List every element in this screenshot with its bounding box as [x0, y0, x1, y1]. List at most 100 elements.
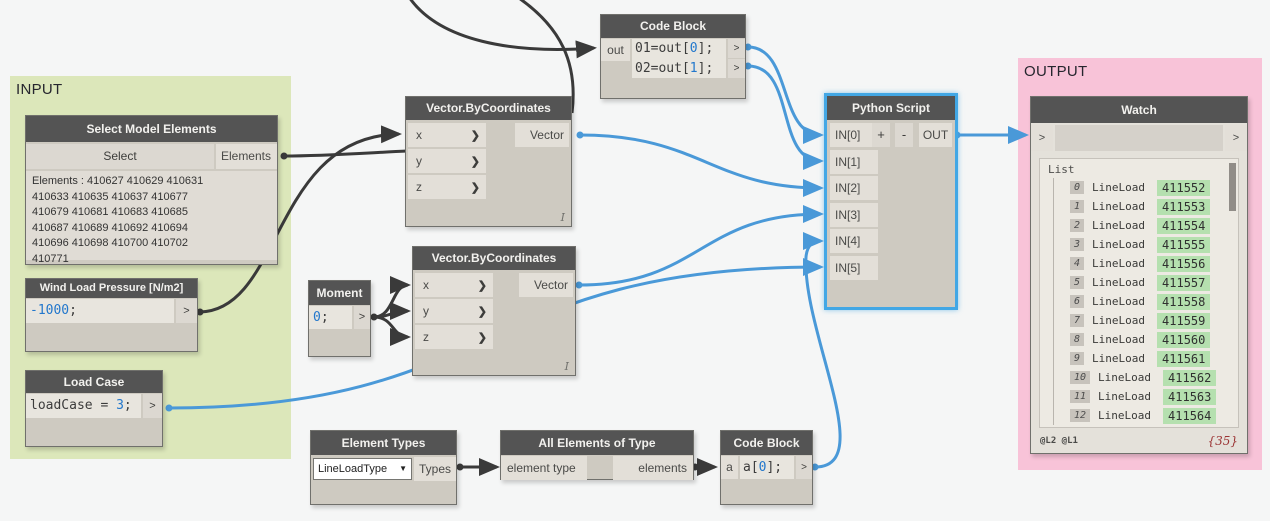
select-button[interactable]: Select — [26, 144, 214, 169]
node-title[interactable]: Code Block — [721, 431, 812, 455]
group-output-title: OUTPUT — [1024, 63, 1088, 80]
node-title[interactable]: Code Block — [601, 15, 745, 38]
output-port[interactable]: > — [176, 299, 197, 323]
node-select-model-elements[interactable]: Select Model Elements Select Elements El… — [25, 115, 278, 265]
node-moment[interactable]: Moment 0; > — [308, 280, 371, 357]
code-input[interactable]: 01=out[0]; 02=out[1]; — [632, 39, 726, 78]
node-title[interactable]: Watch — [1031, 97, 1247, 123]
node-title[interactable]: Element Types — [311, 431, 456, 455]
input-port-z[interactable]: z❯ — [408, 175, 486, 199]
code-input[interactable]: -1000; — [26, 299, 174, 323]
input-port-x[interactable]: x❯ — [415, 273, 493, 297]
watch-scrollbar-thumb[interactable] — [1229, 163, 1236, 211]
node-title[interactable]: Load Case — [26, 371, 162, 393]
watch-item-count: {35} — [1207, 434, 1238, 448]
wire-offscreen-to-codeblock-out[interactable] — [407, 0, 597, 59]
wire-elements-behind-vector1[interactable] — [283, 149, 408, 158]
input-port-in3[interactable]: IN[3] — [830, 202, 878, 227]
element-type-dropdown[interactable]: LineLoadType ▼ — [313, 457, 412, 480]
wire-moment-to-vector2-z[interactable] — [373, 315, 411, 346]
elements-output-port[interactable]: elements — [613, 456, 693, 480]
node-load-case[interactable]: Load Case loadCase = 3; > — [25, 370, 163, 447]
node-title[interactable]: Wind Load Pressure [N/m2] — [26, 279, 197, 298]
input-port-y[interactable]: y❯ — [408, 149, 486, 173]
node-vector-bycoordinates-2[interactable]: Vector.ByCoordinates x❯ y❯ z❯ Vector I — [412, 246, 576, 376]
node-wind-load-pressure[interactable]: Wind Load Pressure [N/m2] -1000; > — [25, 278, 198, 352]
chevron-icon: ❯ — [470, 129, 480, 142]
node-python-script[interactable]: Python Script IN[0] IN[1] IN[2] IN[3] IN… — [824, 93, 958, 310]
output-port-2[interactable]: > — [728, 59, 745, 78]
node-all-elements-of-type[interactable]: All Elements of Type element type elemen… — [500, 430, 694, 480]
wire-cb-out2-to-in1[interactable] — [747, 64, 824, 170]
node-code-block-top[interactable]: Code Block out 01=out[0]; 02=out[1]; > > — [600, 14, 746, 99]
input-port-z[interactable]: z❯ — [415, 325, 493, 349]
chevron-icon: ❯ — [477, 279, 487, 292]
input-port-y[interactable]: y❯ — [415, 299, 493, 323]
watch-levels-label[interactable]: @L2 @L1 — [1040, 436, 1078, 446]
input-port-in0[interactable]: IN[0] — [830, 123, 878, 147]
output-port[interactable]: > — [354, 306, 370, 329]
types-output-port[interactable]: Types — [414, 456, 456, 481]
group-input-title: INPUT — [16, 81, 63, 98]
node-title[interactable]: All Elements of Type — [501, 431, 693, 455]
element-type-input-port[interactable]: element type — [501, 456, 587, 480]
vector-output-port[interactable]: Vector — [519, 273, 573, 297]
out-input-port[interactable]: out — [601, 39, 630, 61]
chevron-icon: ❯ — [470, 181, 480, 194]
add-input-button[interactable]: + — [872, 123, 890, 147]
watch-output-port[interactable]: > — [1225, 125, 1247, 151]
input-port-in5[interactable]: IN[5] — [830, 255, 878, 280]
input-port-in2[interactable]: IN[2] — [830, 176, 878, 200]
node-title[interactable]: Python Script — [827, 96, 955, 120]
vector-output-port[interactable]: Vector — [515, 123, 569, 147]
code-input[interactable]: 0; — [309, 306, 352, 329]
code-input[interactable]: a[0]; — [740, 456, 794, 479]
output-port[interactable]: > — [143, 394, 162, 418]
node-code-block-bottom[interactable]: Code Block a a[0]; > — [720, 430, 813, 505]
watch-input-port[interactable]: > — [1031, 125, 1053, 151]
code-input[interactable]: loadCase = 3; — [26, 394, 141, 418]
elements-output-port[interactable]: Elements — [216, 144, 277, 169]
output-port-1[interactable]: > — [728, 39, 745, 58]
node-element-types[interactable]: Element Types LineLoadType ▼ Types — [310, 430, 457, 505]
wire-codeblock-a0-to-in4[interactable] — [802, 232, 842, 469]
input-port-x[interactable]: x❯ — [408, 123, 486, 147]
wire-vector2-to-in3[interactable] — [578, 205, 824, 287]
wire-windload-to-vector1-x[interactable] — [199, 125, 402, 314]
a-input-port[interactable]: a — [721, 456, 738, 479]
chevron-icon: ❯ — [470, 155, 480, 168]
remove-input-button[interactable]: - — [895, 123, 913, 147]
node-title[interactable]: Vector.ByCoordinates — [406, 97, 571, 120]
wire-offscreen-behind-vector1[interactable] — [513, 0, 575, 114]
input-port-in4[interactable]: IN[4] — [830, 229, 878, 253]
wire-cb-out1-to-in0[interactable] — [747, 45, 824, 144]
wire-vector1-to-in2[interactable] — [579, 133, 824, 197]
node-vector-bycoordinates-1[interactable]: Vector.ByCoordinates x❯ y❯ z❯ Vector I — [405, 96, 572, 227]
input-port-in1[interactable]: IN[1] — [830, 149, 878, 174]
lacing-indicator[interactable]: I — [560, 211, 565, 224]
out-output-port[interactable]: OUT — [919, 123, 952, 147]
chevron-icon: ❯ — [477, 305, 487, 318]
lacing-indicator[interactable]: I — [564, 360, 569, 373]
chevron-icon: ❯ — [477, 331, 487, 344]
output-port[interactable]: > — [796, 456, 812, 479]
node-title[interactable]: Moment — [309, 281, 370, 305]
node-title[interactable]: Select Model Elements — [26, 116, 277, 142]
node-title[interactable]: Vector.ByCoordinates — [413, 247, 575, 270]
watch-list-root-label: List — [1048, 163, 1075, 176]
